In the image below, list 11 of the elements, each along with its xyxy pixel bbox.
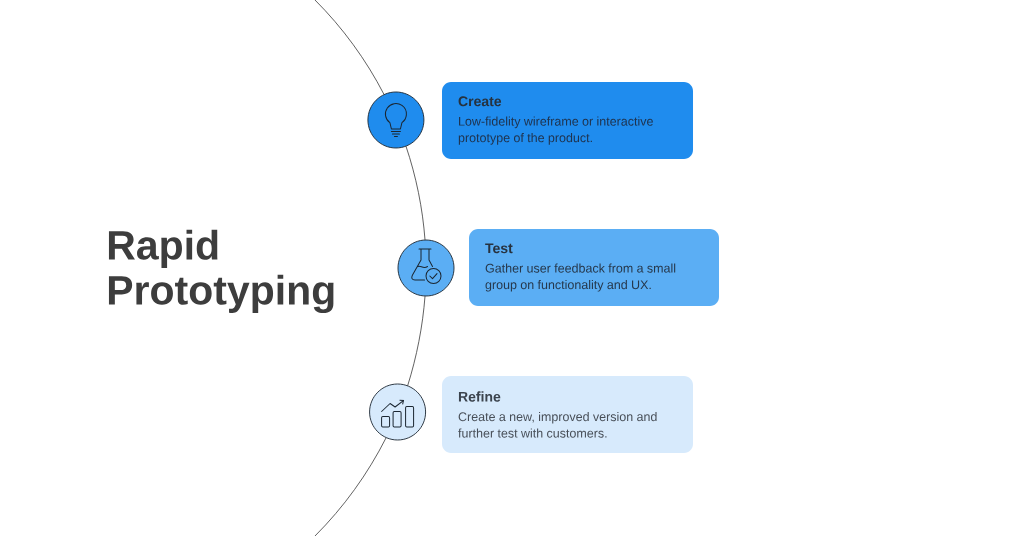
icon-circle — [397, 239, 455, 297]
icon-circle — [369, 383, 427, 441]
arc-line — [314, 437, 387, 536]
step-card: Refine Create a new, improved version and further test with customers. — [442, 376, 693, 453]
title: Rapid Prototyping — [108, 229, 334, 314]
arc-line — [407, 295, 426, 387]
step-card: Test Gather user feedback from a small group on functionality and UX. — [469, 229, 719, 306]
icon-circle — [367, 91, 425, 149]
arc-line — [405, 145, 426, 241]
arc-line — [314, 0, 385, 96]
step-card: Create Low-fidelity wireframe or interactive prototype of the product. — [442, 82, 693, 159]
